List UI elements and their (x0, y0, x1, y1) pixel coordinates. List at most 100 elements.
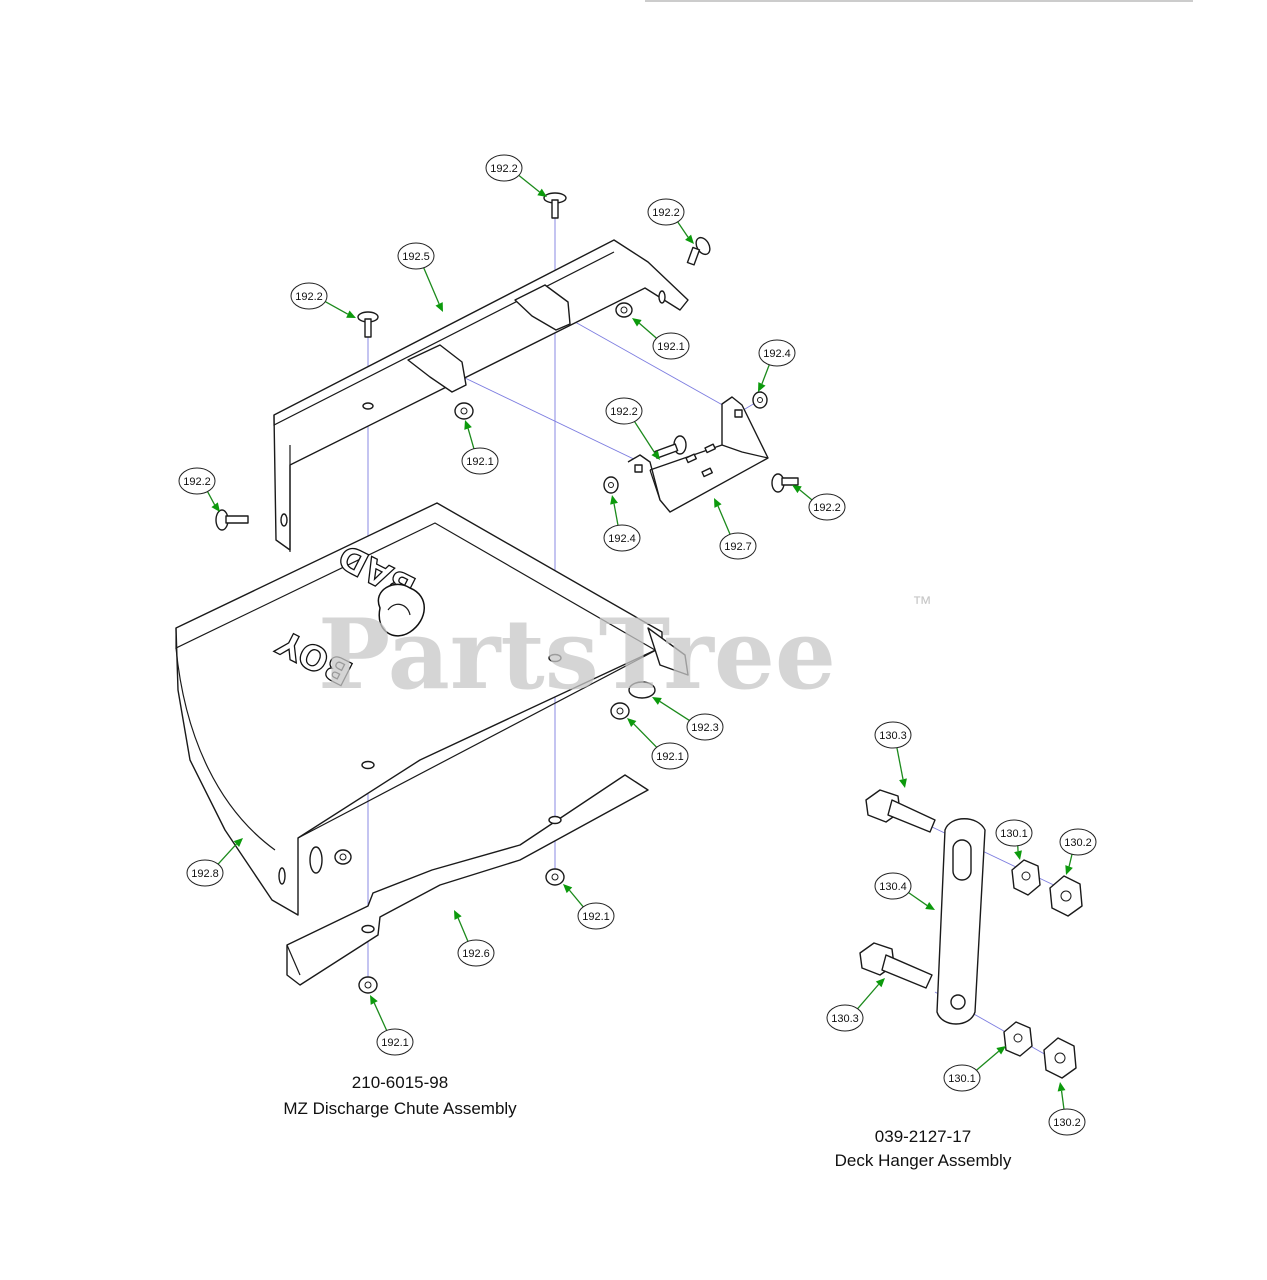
callout-arrow-icon (233, 838, 243, 848)
flange-nut-5 (545, 868, 565, 886)
callout-7[interactable]: 192.2 (605, 397, 660, 460)
callout-leader-line (633, 723, 658, 749)
callout-label: 192.1 (656, 751, 684, 763)
callout-bubble (874, 872, 912, 900)
carriage-bolt-upper-right (686, 236, 711, 266)
hex-nut-upper-2 (1049, 875, 1083, 917)
callout-bubble (758, 339, 796, 367)
callout-arrow-icon (1014, 850, 1022, 860)
assembly-1-part-number: 210-6015-98 (352, 1073, 448, 1092)
callout-arrow-icon (792, 485, 802, 494)
callout-arrow-icon (627, 718, 637, 727)
callout-label: 130.4 (879, 881, 907, 893)
carriage-bolt-top (543, 192, 567, 219)
callout-label: 192.1 (466, 456, 494, 468)
callout-arrow-icon (651, 450, 660, 460)
callout-leader-line (638, 322, 658, 340)
callout-label: 192.1 (657, 341, 685, 353)
callout-19[interactable]: 130.3 (874, 721, 912, 788)
callout-6[interactable]: 192.4 (758, 339, 796, 392)
callout-label: 130.2 (1064, 837, 1092, 849)
callout-bubble (376, 1028, 414, 1056)
washer-side (309, 846, 323, 874)
callout-22[interactable]: 130.4 (874, 872, 935, 910)
callout-9[interactable]: 192.2 (178, 467, 220, 512)
u-bracket-part (627, 396, 769, 513)
callout-arrow-icon (875, 978, 885, 988)
callout-label: 192.2 (490, 163, 518, 175)
callout-20[interactable]: 130.1 (995, 819, 1033, 860)
callout-17[interactable]: 192.6 (454, 910, 495, 967)
callout-leader-line (896, 746, 904, 780)
callout-8[interactable]: 192.1 (461, 420, 499, 475)
carriage-bolt-mid (653, 435, 687, 459)
carriage-bolt-side (215, 509, 249, 531)
callout-bubble (186, 859, 224, 887)
callout-16[interactable]: 192.1 (563, 884, 615, 930)
callout-label: 130.2 (1053, 1117, 1081, 1129)
callout-leader-line (717, 505, 731, 536)
callout-10[interactable]: 192.2 (792, 485, 846, 521)
callout-label: 192.2 (813, 502, 841, 514)
flange-nut-6 (358, 976, 378, 994)
callout-label: 192.2 (183, 476, 211, 488)
flange-nut-4 (334, 849, 352, 865)
callout-13[interactable]: 192.3 (652, 697, 724, 741)
callout-bubble (461, 447, 499, 475)
callout-leader-line (373, 1002, 388, 1032)
callout-leader-line (676, 220, 689, 238)
callout-14[interactable]: 192.1 (627, 718, 689, 770)
callout-bubble (826, 1004, 864, 1032)
flange-nut-1 (615, 302, 633, 318)
callout-arrow-icon (1057, 1082, 1066, 1092)
watermark-trademark: ™ (912, 593, 932, 615)
callout-arrow-icon (758, 382, 766, 392)
callout-leader-line (799, 489, 813, 501)
callout-bubble (577, 902, 615, 930)
assembly-2-name: Deck Hanger Assembly (835, 1151, 1012, 1170)
hex-bolt-lower (859, 942, 933, 989)
callout-bubble (719, 532, 757, 560)
callout-21[interactable]: 130.2 (1059, 828, 1097, 875)
callout-leader-line (517, 174, 540, 193)
callout-bubble (1048, 1108, 1086, 1136)
callout-1[interactable]: 192.2 (485, 154, 547, 197)
callout-11[interactable]: 192.4 (603, 495, 641, 552)
hex-bolt-upper (865, 789, 936, 833)
callout-2[interactable]: 192.2 (647, 198, 694, 244)
callout-15[interactable]: 192.8 (186, 838, 243, 887)
callout-3[interactable]: 192.5 (397, 242, 443, 312)
callout-leader-line (568, 889, 585, 908)
callout-bubble (808, 493, 846, 521)
callout-leader-line (1060, 1090, 1065, 1110)
callout-bubble (943, 1064, 981, 1092)
callout-leader-line (324, 300, 349, 315)
watermark-text: PartsTree (318, 598, 836, 711)
callout-4[interactable]: 192.2 (290, 282, 356, 318)
callout-23[interactable]: 130.3 (826, 978, 885, 1032)
callout-12[interactable]: 192.7 (714, 498, 757, 560)
callout-5[interactable]: 192.1 (632, 318, 690, 360)
callout-bubble (290, 282, 328, 310)
callout-arrow-icon (714, 498, 722, 508)
callout-leader-line (217, 843, 237, 866)
callout-arrow-icon (454, 910, 462, 920)
callout-arrow-icon (370, 995, 378, 1005)
callout-layer: 192.2 192.2 192.5 192.2 192.1 192.4 192.2 192.1… (178, 154, 1097, 1136)
callout-leader-line (1068, 853, 1073, 867)
callout-18[interactable]: 192.1 (370, 995, 414, 1056)
hex-nut-lower-1 (1003, 1021, 1033, 1057)
callout-label: 192.4 (763, 348, 791, 360)
callout-label: 130.3 (879, 730, 907, 742)
upper-mounting-bracket-part (273, 239, 689, 552)
carriage-bolt-left (357, 311, 379, 338)
callout-24[interactable]: 130.1 (943, 1046, 1006, 1092)
callout-label: 130.1 (948, 1073, 976, 1085)
callout-label: 192.6 (462, 948, 490, 960)
callout-leader-line (761, 363, 771, 385)
callout-leader-line (613, 503, 619, 527)
callout-bubble (178, 467, 216, 495)
callout-label: 192.7 (724, 541, 752, 553)
callout-25[interactable]: 130.2 (1048, 1082, 1086, 1136)
